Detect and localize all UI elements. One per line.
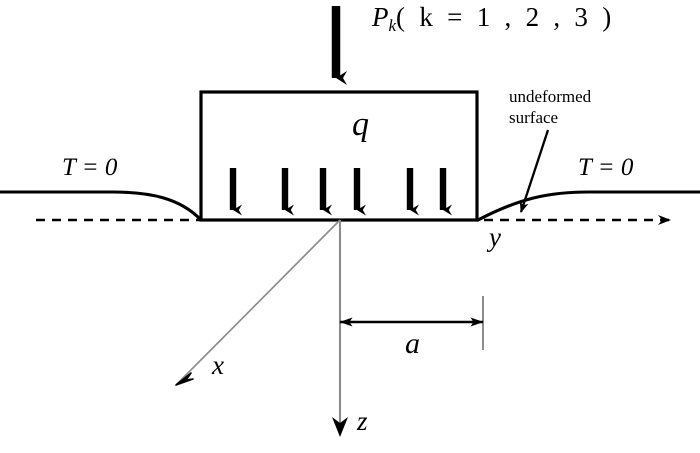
load-label: Pk( k = 1 , 2 , 3 ) bbox=[372, 2, 616, 36]
z-axis-group bbox=[332, 220, 348, 437]
undeformed-surface-leader bbox=[519, 129, 550, 213]
z-axis-label: z bbox=[357, 406, 368, 436]
load-condition: ( k = 1 , 2 , 3 ) bbox=[396, 2, 616, 32]
leader-line-arrow-icon bbox=[519, 129, 550, 213]
dimension-a-label: a bbox=[405, 327, 420, 360]
pressure-label: q bbox=[352, 106, 369, 143]
y-axis-label: y bbox=[489, 222, 501, 252]
deformed-surface-left bbox=[0, 190, 203, 222]
arrow-down-left-icon bbox=[175, 372, 194, 386]
x-axis-label: x bbox=[212, 350, 224, 380]
temperature-label-left: T = 0 bbox=[62, 154, 118, 181]
dimension-a-group bbox=[339, 296, 484, 350]
undeformed-caption-line2: surface bbox=[509, 107, 559, 127]
pressure-arrows-group bbox=[229, 168, 452, 216]
punch-block-rectangle bbox=[199, 90, 479, 222]
load-subscript: k bbox=[388, 16, 397, 36]
deformed-surface-right bbox=[476, 190, 700, 222]
undeformed-surface-caption: undeformed surface bbox=[509, 87, 591, 128]
undeformed-caption-line1: undeformed bbox=[509, 87, 592, 106]
x-axis-group bbox=[175, 219, 341, 386]
load-symbol: P bbox=[372, 2, 389, 32]
x-axis-line bbox=[175, 219, 341, 386]
arrow-down-icon bbox=[332, 417, 348, 437]
temperature-label-right: T = 0 bbox=[578, 154, 634, 181]
